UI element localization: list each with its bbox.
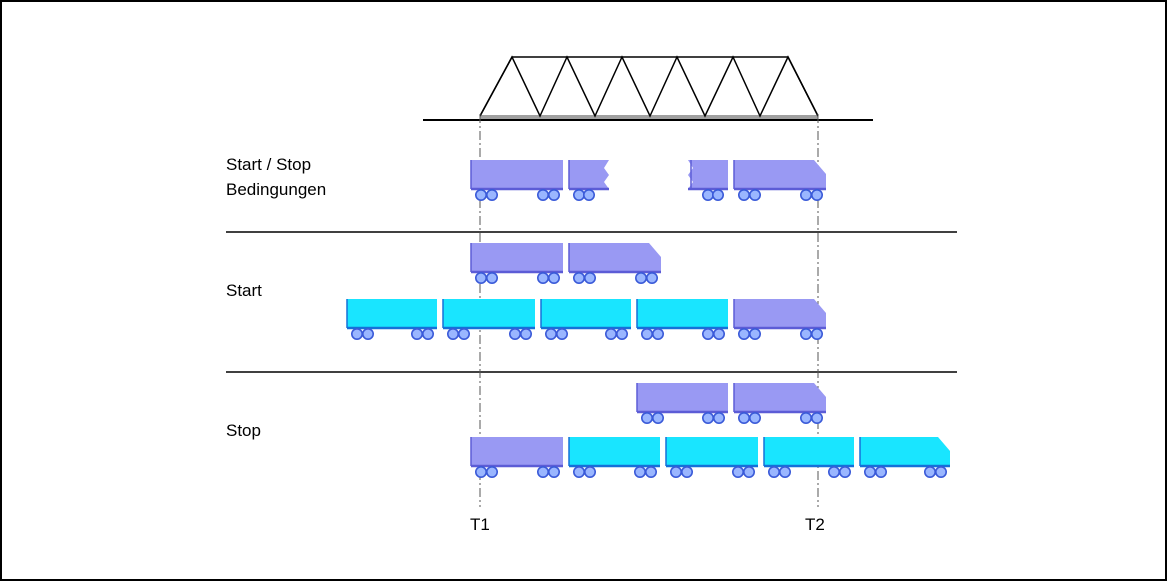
wheel: [827, 465, 840, 478]
label-t1: T1: [470, 515, 490, 534]
wheel: [544, 327, 557, 340]
wheel: [810, 189, 823, 202]
wheel: [572, 189, 585, 202]
wheel: [651, 411, 664, 424]
wheel: [669, 465, 682, 478]
wheel: [737, 189, 750, 202]
wheel: [508, 327, 521, 340]
truck-trailer: [568, 437, 660, 478]
wheel: [633, 465, 646, 478]
label-conditions: Start / Stop: [226, 155, 311, 174]
wheel: [778, 465, 791, 478]
wheel: [712, 411, 725, 424]
truck-cab: [733, 299, 826, 340]
wheel: [934, 465, 947, 478]
wheel: [572, 465, 585, 478]
wheel: [742, 465, 755, 478]
wheel: [748, 189, 761, 202]
wheel: [748, 327, 761, 340]
truck-trailer: [688, 160, 728, 202]
wheel: [651, 327, 664, 340]
wheel: [838, 465, 851, 478]
wheel: [485, 189, 498, 202]
wheel: [799, 327, 812, 340]
truck-trailer: [763, 437, 854, 478]
wheel: [572, 271, 585, 284]
wheel: [457, 327, 470, 340]
wheel: [582, 189, 595, 202]
wheel: [350, 327, 363, 340]
wheel: [474, 271, 487, 284]
truck-cab: [733, 383, 826, 424]
wheel: [737, 327, 750, 340]
truck-trailer: [568, 160, 609, 202]
wheel: [640, 327, 653, 340]
truck-trailer: [540, 299, 631, 340]
truck-cab: [859, 437, 950, 478]
wheel: [615, 327, 628, 340]
wheel: [583, 465, 596, 478]
wheel: [536, 271, 549, 284]
truck-trailer: [442, 299, 535, 340]
wheel: [555, 327, 568, 340]
wheel: [748, 411, 761, 424]
truck-trailer: [470, 243, 563, 284]
wheel: [874, 465, 887, 478]
wheel: [701, 411, 714, 424]
wheel: [644, 465, 657, 478]
wheel: [810, 411, 823, 424]
truck-trailer: [346, 299, 437, 340]
label-t2: T2: [805, 515, 825, 534]
wheel: [799, 189, 812, 202]
truck-cab: [733, 160, 826, 202]
wheel: [547, 189, 560, 202]
wheel: [731, 465, 744, 478]
wheel: [737, 411, 750, 424]
wheel: [604, 327, 617, 340]
wheel: [701, 327, 714, 340]
truck-trailer: [636, 383, 728, 424]
truck-cab: [568, 243, 661, 284]
wheel: [810, 327, 823, 340]
wheel: [712, 327, 725, 340]
wheel: [519, 327, 532, 340]
wheel: [634, 271, 647, 284]
wheel: [410, 327, 423, 340]
wheel: [701, 189, 714, 202]
wheel: [474, 465, 487, 478]
wheel: [485, 271, 498, 284]
bridge-truss: [423, 55, 873, 121]
wheel: [863, 465, 876, 478]
label-stop: Stop: [226, 421, 261, 440]
vehicles-layer: [346, 160, 950, 478]
wheel: [799, 411, 812, 424]
wheel: [421, 327, 434, 340]
wheel: [645, 271, 658, 284]
label-start: Start: [226, 281, 262, 300]
truck-trailer: [636, 299, 728, 340]
wheel: [547, 465, 560, 478]
wheel: [536, 465, 549, 478]
wheel: [583, 271, 596, 284]
label-conditions-2: Bedingungen: [226, 180, 326, 199]
wheel: [923, 465, 936, 478]
truck-trailer: [470, 437, 563, 478]
wheel: [536, 189, 549, 202]
truck-trailer: [665, 437, 758, 478]
wheel: [361, 327, 374, 340]
wheel: [711, 189, 724, 202]
wheel: [640, 411, 653, 424]
wheel: [446, 327, 459, 340]
wheel: [547, 271, 560, 284]
wheel: [474, 189, 487, 202]
wheel: [485, 465, 498, 478]
truck-trailer: [470, 160, 563, 202]
wheel: [680, 465, 693, 478]
wheel: [767, 465, 780, 478]
